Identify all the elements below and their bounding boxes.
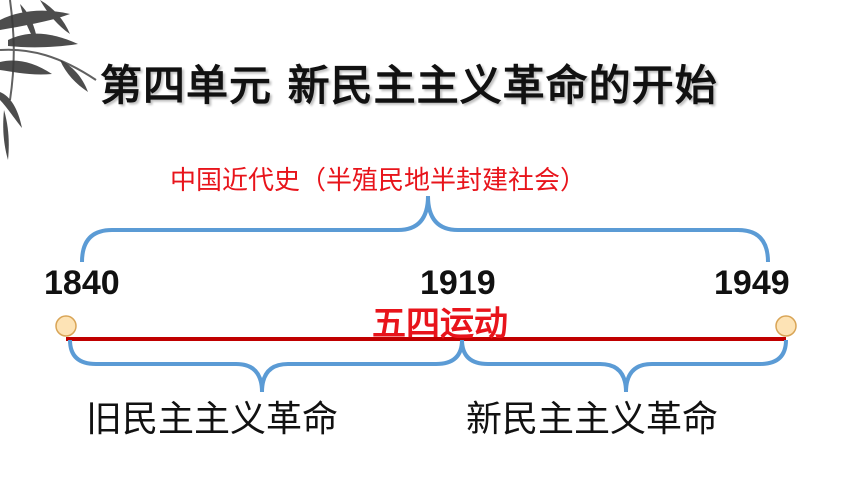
- timeline-end-marker-icon: [775, 315, 797, 337]
- new-period-label: 新民主主义革命: [466, 399, 719, 440]
- year-end-label: 1949: [714, 264, 790, 302]
- bamboo-leaves-decoration-icon: [0, 0, 97, 160]
- timeline-start-marker-icon: [55, 315, 77, 337]
- old-period-brace: [68, 339, 464, 393]
- old-period-label: 旧民主主义革命: [86, 399, 339, 440]
- period-subtitle: 中国近代史（半殖民地半封建社会）: [170, 166, 587, 196]
- year-start-label: 1840: [44, 264, 120, 302]
- year-middle-label: 1919: [420, 264, 496, 302]
- page-title: 第四单元 新民主主义革命的开始: [100, 61, 718, 110]
- event-label: 五四运动: [372, 304, 508, 344]
- top-brace: [80, 195, 770, 263]
- new-period-brace: [460, 339, 788, 393]
